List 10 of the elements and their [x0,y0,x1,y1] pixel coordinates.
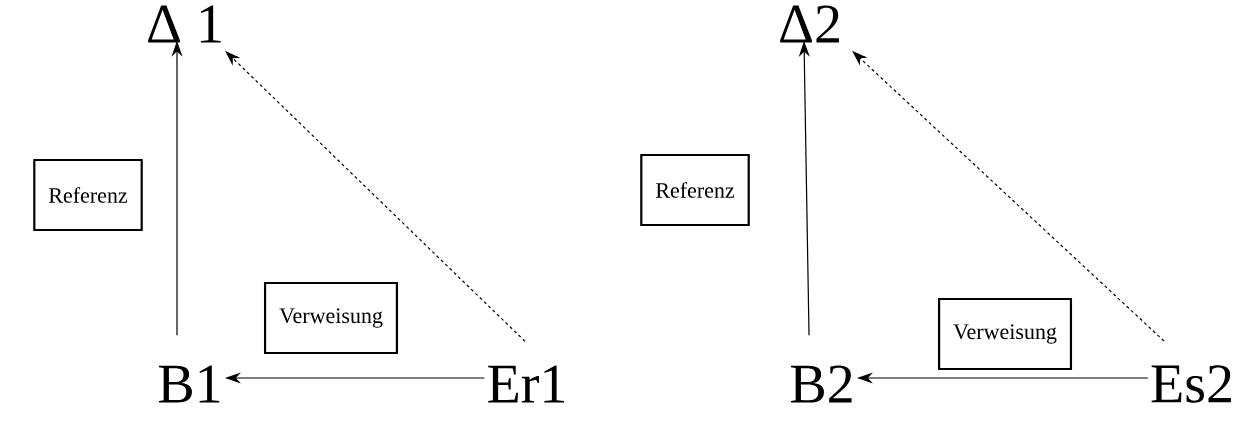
node-label: Δ2 [780,5,839,43]
text-box: Verweisung [263,281,399,355]
text-box: Referenz [640,153,750,227]
text-box: Verweisung [938,297,1073,371]
node-label: Es2 [1151,365,1231,403]
text-box: Referenz [33,158,143,232]
node-label: B1 [158,365,220,403]
node-label: B2 [790,365,852,403]
node-label: Δ 1 [148,5,221,43]
node-label: Er1 [488,365,565,403]
